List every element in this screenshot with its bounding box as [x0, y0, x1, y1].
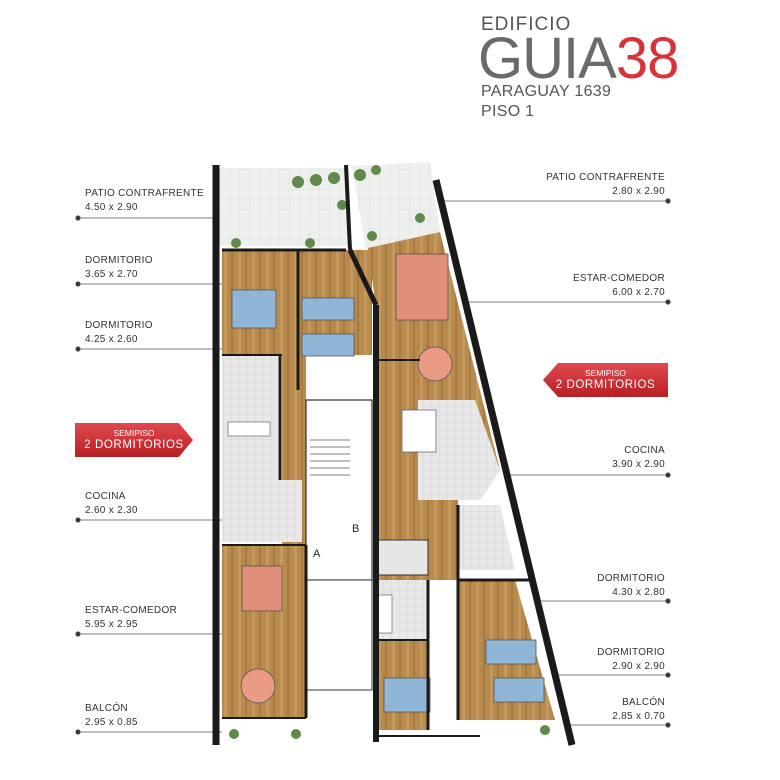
leader-lines-right: [436, 198, 671, 728]
left-sofa: [241, 565, 283, 612]
right-bathtub: [377, 594, 393, 634]
floor-label: PISO 1: [481, 103, 535, 120]
left-unit-badge: SEMIPISO 2 DORMITORIOS: [75, 423, 193, 457]
door-b-label: B: [352, 523, 359, 535]
right-sofa: [395, 253, 449, 321]
left-bed-2b: [301, 333, 355, 357]
left-bathroom-2: [222, 440, 278, 480]
right-bed-2a: [485, 639, 537, 665]
elevator-lobby: [305, 579, 373, 691]
right-bed-1: [383, 677, 431, 713]
building-logo: GUIA38: [478, 30, 679, 88]
right-bathroom-2: [458, 505, 515, 570]
building-prefix: EDIFICIO: [481, 14, 572, 35]
left-bed-1: [231, 289, 277, 329]
right-badge-line1: SEMIPISO: [584, 368, 627, 378]
left-bathtub: [227, 421, 271, 437]
walls: [212, 164, 576, 746]
right-patio: [352, 162, 440, 250]
door-a-label: A: [313, 548, 321, 560]
right-unit-badge: SEMIPISO 2 DORMITORIOS: [543, 363, 668, 397]
right-badge-line2: 2 DORMITORIOS: [555, 379, 656, 391]
kitchen-island: [401, 409, 437, 453]
right-dining-table: [417, 346, 453, 382]
left-bed-2a: [301, 297, 355, 321]
right-kitchen: [418, 400, 500, 500]
leader-lines-left: [75, 215, 290, 735]
patio-plants: [229, 165, 550, 739]
logo-number: 38: [615, 26, 680, 91]
stair-core: [305, 399, 373, 581]
right-bed-2b: [493, 677, 545, 703]
left-badge-line1: SEMIPISO: [113, 428, 155, 438]
left-kitchen: [222, 480, 302, 542]
left-badge-line2: 2 DORMITORIOS: [84, 439, 184, 451]
left-dining-table: [240, 668, 276, 704]
building-address: PARAGUAY 1639: [481, 83, 612, 100]
left-patio: [218, 168, 348, 246]
logo-text: GUIA: [478, 26, 617, 91]
